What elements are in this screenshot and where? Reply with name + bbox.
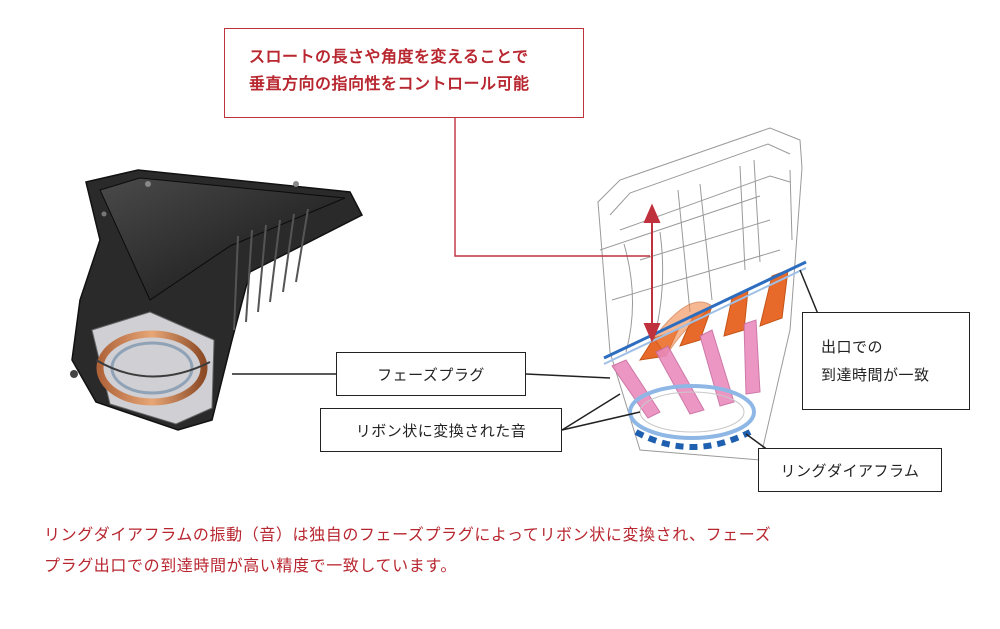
caption-line-2: プラグ出口での到達時間が高い精度で一致しています。 [44, 556, 457, 575]
label-ribbon-sound: リボン状に変換された音 [320, 408, 562, 452]
vertical-direction-arrow [643, 203, 661, 343]
callout-line-1: スロートの長さや角度を変えることで [249, 47, 529, 66]
label-phase-plug: フェーズプラグ [336, 352, 526, 396]
callout-top-connector [454, 118, 650, 257]
caption-line-1: リングダイアフラムの振動（音）は独自のフェーズプラグによってリボン状に変換され、… [44, 525, 772, 544]
callout-throat-directivity: スロートの長さや角度を変えることで 垂直方向の指向性をコントロール可能 [224, 28, 584, 118]
label-arrival-time: 出口での 到達時間が一致 [802, 312, 970, 410]
label-ring-diaphragm: リングダイアフラム [758, 448, 942, 492]
ring-diaphragm-shape [628, 384, 756, 450]
driver-photo [70, 169, 364, 431]
wireframe-horn [597, 127, 803, 461]
arrival-line-1: 出口での [821, 338, 884, 356]
arrival-line-2: 到達時間が一致 [821, 366, 930, 384]
phase-plug-exit-line [603, 260, 807, 365]
ribbon-sound-shapes [611, 319, 761, 419]
caption: リングダイアフラムの振動（音）は独自のフェーズプラグによってリボン状に変換され、… [44, 519, 944, 581]
callout-line-2: 垂直方向の指向性をコントロール可能 [249, 74, 530, 93]
